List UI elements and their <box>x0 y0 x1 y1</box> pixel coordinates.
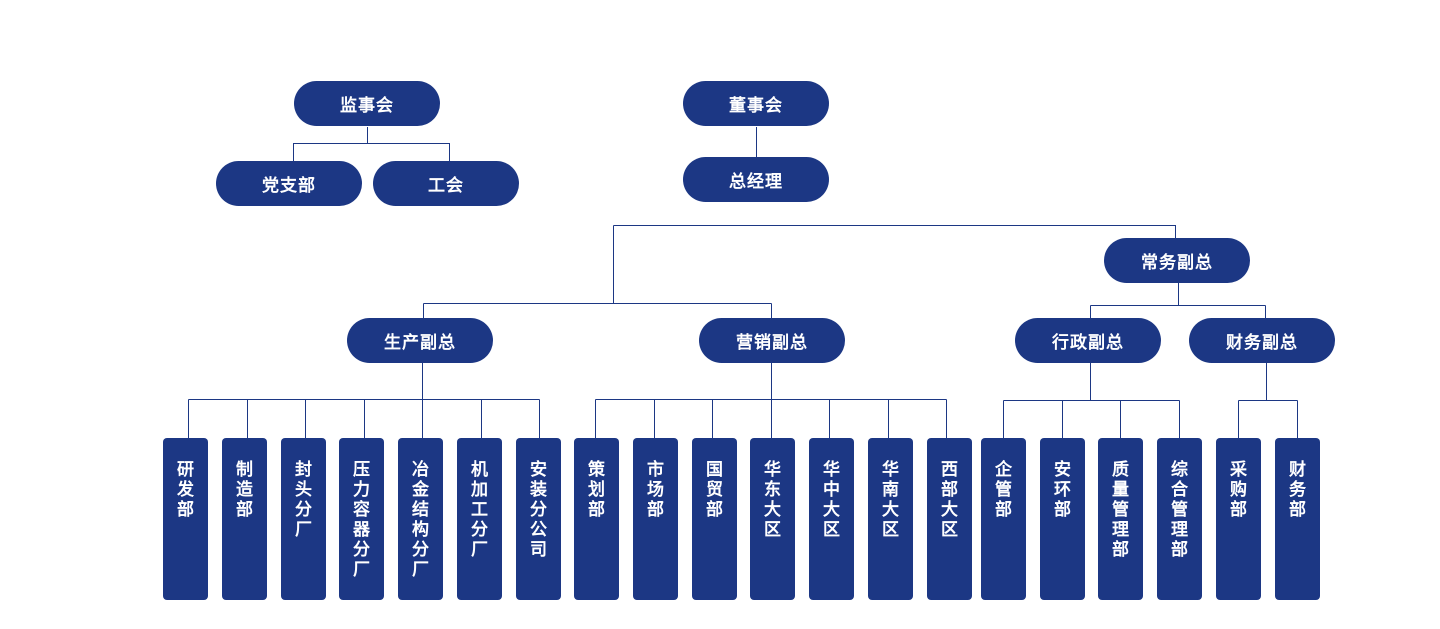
dept-label: 冶金结构分厂 <box>412 460 429 580</box>
node-vp-production: 生产副总 <box>347 318 493 363</box>
dept-label: 机加工分厂 <box>471 460 488 560</box>
node-label: 常务副总 <box>1141 253 1213 273</box>
dept-box: 研发部 <box>163 438 208 600</box>
node-general-manager: 总经理 <box>683 157 829 202</box>
node-label: 营销副总 <box>736 333 808 353</box>
dept-label: 压力容器分厂 <box>353 460 370 580</box>
node-label: 董事会 <box>729 96 783 116</box>
dept-box: 封头分厂 <box>281 438 326 600</box>
dept-label: 国贸部 <box>706 460 723 520</box>
dept-label: 策划部 <box>588 460 605 520</box>
node-label: 行政副总 <box>1052 333 1124 353</box>
dept-box: 国贸部 <box>692 438 737 600</box>
node-label: 生产副总 <box>384 333 456 353</box>
dept-box: 华中大区 <box>809 438 854 600</box>
dept-label: 华南大区 <box>882 460 899 540</box>
node-label: 工会 <box>428 176 464 196</box>
node-label: 党支部 <box>262 176 316 196</box>
dept-label: 华中大区 <box>823 460 840 540</box>
dept-box: 安环部 <box>1040 438 1085 600</box>
dept-label: 市场部 <box>647 460 664 520</box>
node-label: 总经理 <box>729 172 783 192</box>
dept-label: 华东大区 <box>764 460 781 540</box>
node-board-of-directors: 董事会 <box>683 81 829 126</box>
node-vp-finance: 财务副总 <box>1189 318 1335 363</box>
node-vp-marketing: 营销副总 <box>699 318 845 363</box>
dept-box: 企管部 <box>981 438 1026 600</box>
node-labor-union: 工会 <box>373 161 519 206</box>
dept-label: 安装分公司 <box>530 460 547 560</box>
node-vp-admin: 行政副总 <box>1015 318 1161 363</box>
dept-box: 华东大区 <box>750 438 795 600</box>
node-label: 监事会 <box>340 96 394 116</box>
dept-box: 冶金结构分厂 <box>398 438 443 600</box>
dept-label: 企管部 <box>995 460 1012 520</box>
dept-label: 西部大区 <box>941 460 958 540</box>
node-executive-vp: 常务副总 <box>1104 238 1250 283</box>
dept-box: 市场部 <box>633 438 678 600</box>
dept-label: 研发部 <box>177 460 194 520</box>
dept-box: 质量管理部 <box>1098 438 1143 600</box>
dept-box: 财务部 <box>1275 438 1320 600</box>
dept-box: 华南大区 <box>868 438 913 600</box>
dept-label: 制造部 <box>236 460 253 520</box>
node-supervisory-board: 监事会 <box>294 81 440 126</box>
dept-box: 压力容器分厂 <box>339 438 384 600</box>
node-party-branch: 党支部 <box>216 161 362 206</box>
dept-label: 质量管理部 <box>1112 460 1129 560</box>
dept-label: 封头分厂 <box>295 460 312 540</box>
dept-box: 采购部 <box>1216 438 1261 600</box>
dept-label: 综合管理部 <box>1171 460 1188 560</box>
dept-box: 安装分公司 <box>516 438 561 600</box>
dept-box: 西部大区 <box>927 438 972 600</box>
dept-label: 采购部 <box>1230 460 1247 520</box>
dept-box: 机加工分厂 <box>457 438 502 600</box>
node-label: 财务副总 <box>1226 333 1298 353</box>
dept-label: 安环部 <box>1054 460 1071 520</box>
dept-box: 制造部 <box>222 438 267 600</box>
dept-label: 财务部 <box>1289 460 1306 520</box>
dept-box: 策划部 <box>574 438 619 600</box>
dept-box: 综合管理部 <box>1157 438 1202 600</box>
